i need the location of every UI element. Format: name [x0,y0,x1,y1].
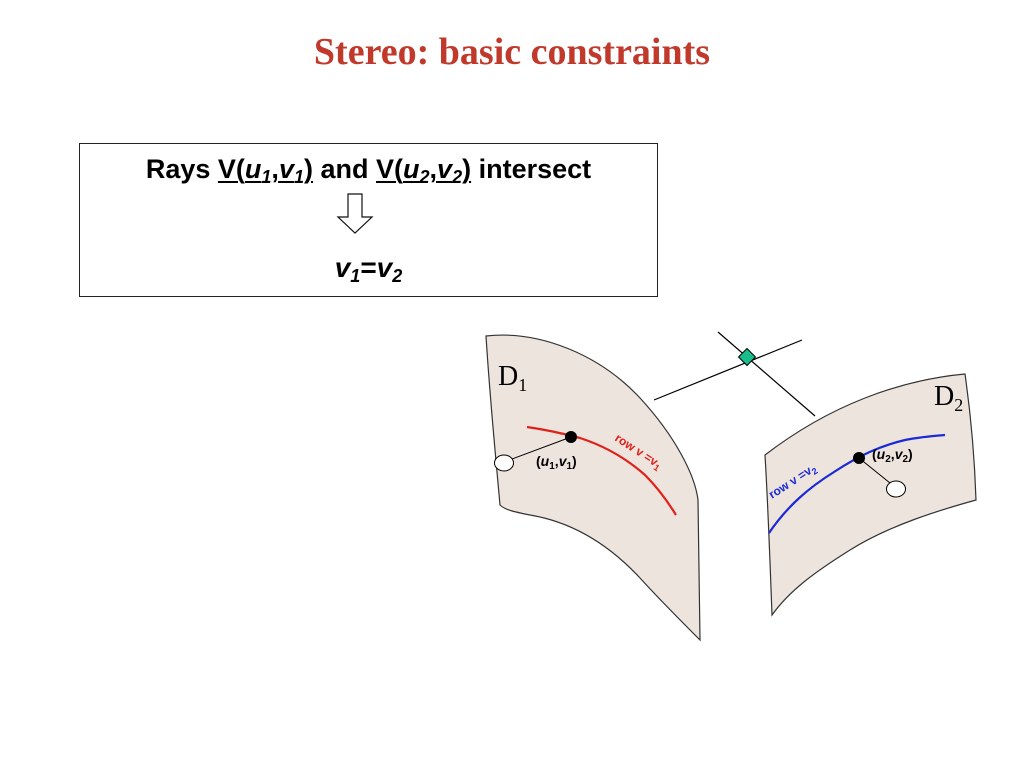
ray-1-expression: V(u1,v1) [217,154,313,187]
right-point-label: (u2,v2) [872,446,913,465]
intersect-word: intersect [471,154,592,184]
ray-left [653,339,803,401]
conclusion-equation: v1=v2 [334,252,403,286]
intersection-diamond-icon [737,347,757,367]
left-image-point [565,431,577,443]
right-projection-segment [858,457,896,488]
ray-right [717,331,816,417]
slide-title: Stereo: basic constraints [313,31,711,73]
left-camera-center [494,454,514,472]
constraint-box: Rays V(u1,v1) and V(u2,v2) intersect v1=… [79,143,658,297]
left-plane-label: D1 [498,361,527,395]
left-projection-segment [503,436,572,463]
right-camera-center [886,480,906,498]
ray-2-expression: V(u2,v2) [376,154,472,187]
right-plane-label: D2 [934,381,963,415]
left-image-plane [485,334,701,642]
right-image-point [853,452,865,464]
rays-prefix: Rays [145,154,218,184]
hollow-down-arrow-icon [336,193,374,234]
constraint-statement: Rays V(u1,v1) and V(u2,v2) intersect [80,154,657,187]
left-point-label: (u1,v1) [536,453,577,472]
right-image-plane [764,373,977,617]
left-row-line [526,425,677,516]
and-word: and [312,154,376,184]
